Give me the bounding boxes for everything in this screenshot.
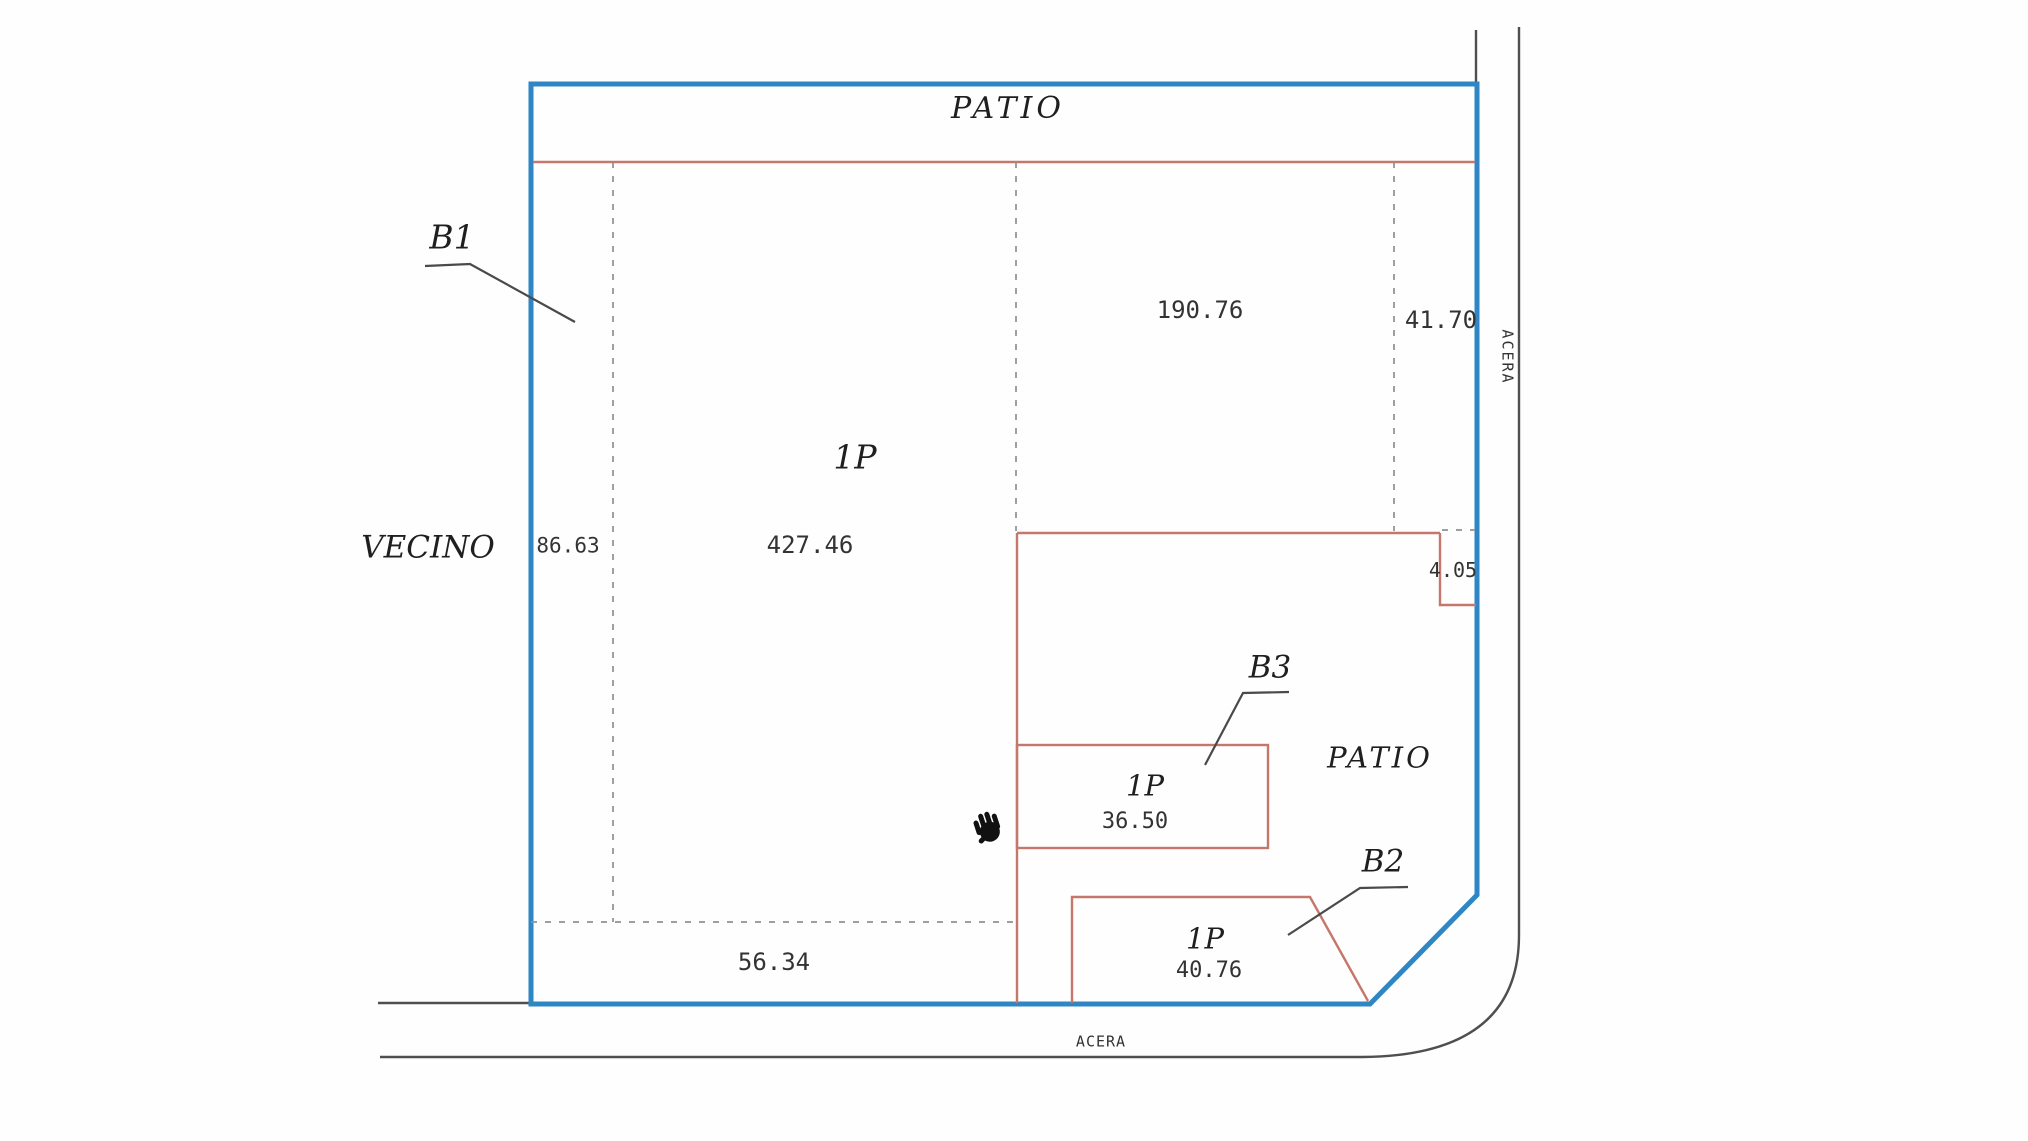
building-b2-outline — [1070, 895, 1370, 1003]
b2-area-value: 40.76 — [1175, 958, 1243, 983]
b3-leader-line — [1204, 690, 1290, 766]
sidewalk-edge-right — [1361, 27, 1521, 1059]
b3-floors-label: 1P — [1126, 768, 1164, 803]
right-side-length-value: 41.70 — [1404, 306, 1478, 334]
vecino-label: VECINO — [361, 529, 495, 566]
building-b1-label: B1 — [429, 217, 475, 257]
acera-bottom-label: ACERA — [1075, 1032, 1127, 1051]
patio-right-label: PATIO — [1327, 740, 1433, 775]
parcel-boundary — [528, 81, 1480, 1007]
patio-top-label: PATIO — [951, 91, 1065, 126]
building-b2-label: B2 — [1361, 843, 1405, 880]
hand-cursor-icon — [973, 811, 1001, 844]
b3-area-value: 36.50 — [1101, 809, 1169, 834]
top-patio-area-value: 190.76 — [1156, 296, 1244, 324]
b2-leader-line — [1287, 885, 1409, 936]
left-side-length-value: 86.63 — [536, 533, 600, 558]
main-building-area-value: 427.46 — [766, 531, 854, 559]
building-b3-outline — [1015, 743, 1270, 850]
b2-floors-label: 1P — [1186, 921, 1224, 956]
notch-width-value: 4.05 — [1428, 558, 1478, 582]
building-b3-label: B3 — [1248, 649, 1292, 686]
boundary-notch — [1438, 533, 1476, 607]
acera-right-label: ACERA — [1498, 329, 1517, 385]
bottom-side-length-value: 56.34 — [737, 948, 811, 976]
b1-leader-line — [424, 262, 576, 323]
main-building-floors-label: 1P — [833, 437, 877, 477]
